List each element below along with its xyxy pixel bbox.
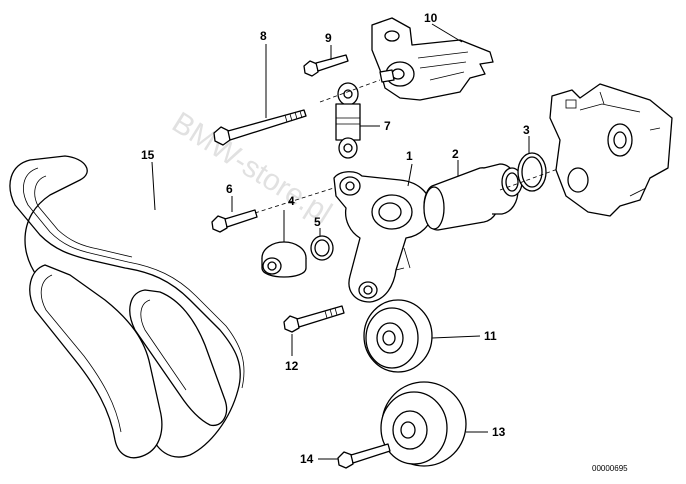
pulley-11 [363, 299, 433, 373]
pulley-13 [380, 381, 467, 467]
callout-1: 1 [406, 149, 413, 163]
callout-14: 14 [300, 452, 314, 466]
drive-belt-15 [9, 155, 245, 459]
engine-housing [549, 83, 673, 217]
assembly-line-3 [499, 149, 611, 191]
bolt-14 [337, 443, 391, 469]
callout-15: 15 [141, 148, 155, 162]
callout-7: 7 [384, 119, 391, 133]
leader-10 [431, 23, 463, 43]
bolt-12 [283, 305, 345, 333]
bolt-9 [303, 54, 349, 77]
callout-11: 11 [484, 329, 497, 343]
callout-2: 2 [452, 147, 459, 161]
callout-4: 4 [288, 194, 295, 208]
bushing-4 [261, 241, 307, 278]
bolt-8 [213, 109, 307, 146]
callout-12: 12 [285, 359, 299, 373]
tensioner-arm-1 [333, 171, 433, 303]
o-ring-5 [310, 235, 334, 261]
assembly-line-7 [319, 79, 381, 103]
bracket-10 [371, 17, 494, 101]
bolt-6 [211, 209, 258, 233]
callout-6: 6 [226, 182, 233, 196]
callout-10: 10 [424, 11, 438, 25]
damper-7 [335, 82, 361, 159]
leader-11 [431, 335, 481, 339]
pivot-sleeve-2 [423, 163, 523, 231]
assembly-line-4 [254, 185, 341, 214]
callout-8: 8 [260, 29, 267, 43]
callout-13: 13 [492, 425, 506, 439]
callout-5: 5 [314, 215, 321, 229]
seal-ring-3 [517, 152, 547, 192]
callout-3: 3 [523, 123, 530, 137]
diagram-part-number: 00000695 [592, 464, 628, 473]
leader-15 [151, 161, 156, 211]
leader-1 [407, 163, 413, 187]
callout-9: 9 [325, 31, 332, 45]
